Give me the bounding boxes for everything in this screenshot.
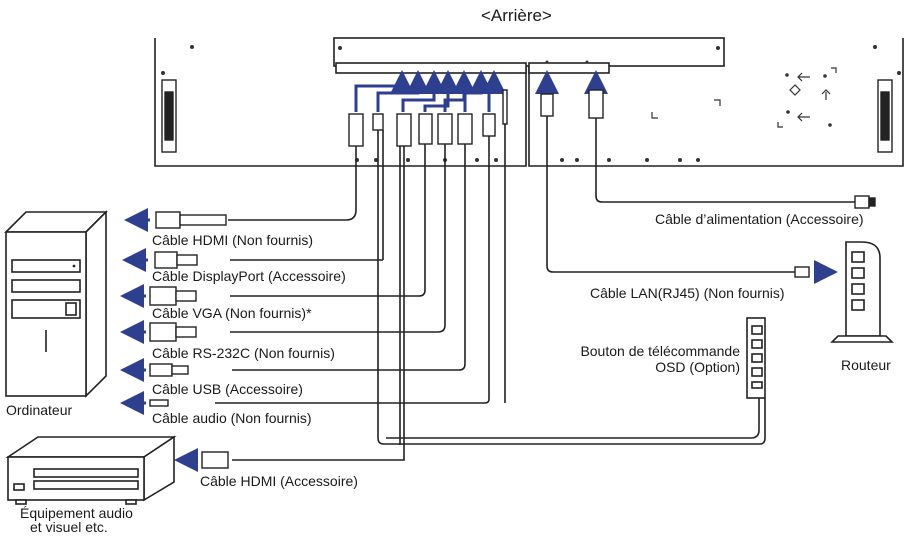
computer-icon — [4, 210, 108, 398]
port-arrows — [354, 70, 608, 112]
label-hdmi-pc: Câble HDMI (Non fournis) — [152, 232, 314, 248]
label-av-line2: et visuel etc. — [30, 519, 108, 535]
label-rs232c: Câble RS-232C (Non fournis) — [152, 345, 335, 361]
panel-connectors — [348, 89, 604, 147]
label-displayport: Câble DisplayPort (Accessoire) — [152, 268, 346, 284]
label-lan: Câble LAN(RJ45) (Non fournis) — [590, 285, 785, 301]
osd-remote-icon — [746, 317, 766, 399]
label-power: Câble d’alimentation (Accessoire) — [655, 211, 864, 227]
monitor-rear-panel — [154, 37, 904, 167]
cable-lines — [215, 116, 855, 461]
label-remote-line1: Bouton de télécommande — [580, 343, 740, 359]
label-remote-line2: OSD (Option) — [655, 359, 740, 375]
label-usb: Câble USB (Accessoire) — [152, 381, 303, 397]
right-handle — [877, 79, 893, 153]
label-av-line1: Équipement audio — [20, 505, 133, 521]
label-hdmi-av: Câble HDMI (Accessoire) — [200, 473, 358, 489]
label-vga: Câble VGA (Non fournis)* — [152, 305, 312, 321]
label-computer: Ordinateur — [6, 402, 73, 418]
label-audio: Câble audio (Non fournis) — [152, 410, 312, 426]
mount-marks — [651, 67, 837, 128]
router-icon — [830, 241, 894, 343]
cable-end-connectors — [149, 195, 876, 469]
label-router: Routeur — [841, 357, 891, 373]
left-handle — [161, 79, 177, 153]
av-equipment-icon — [5, 435, 177, 505]
panel-title: <Arrière> — [481, 6, 552, 25]
device-arrows — [120, 208, 838, 472]
